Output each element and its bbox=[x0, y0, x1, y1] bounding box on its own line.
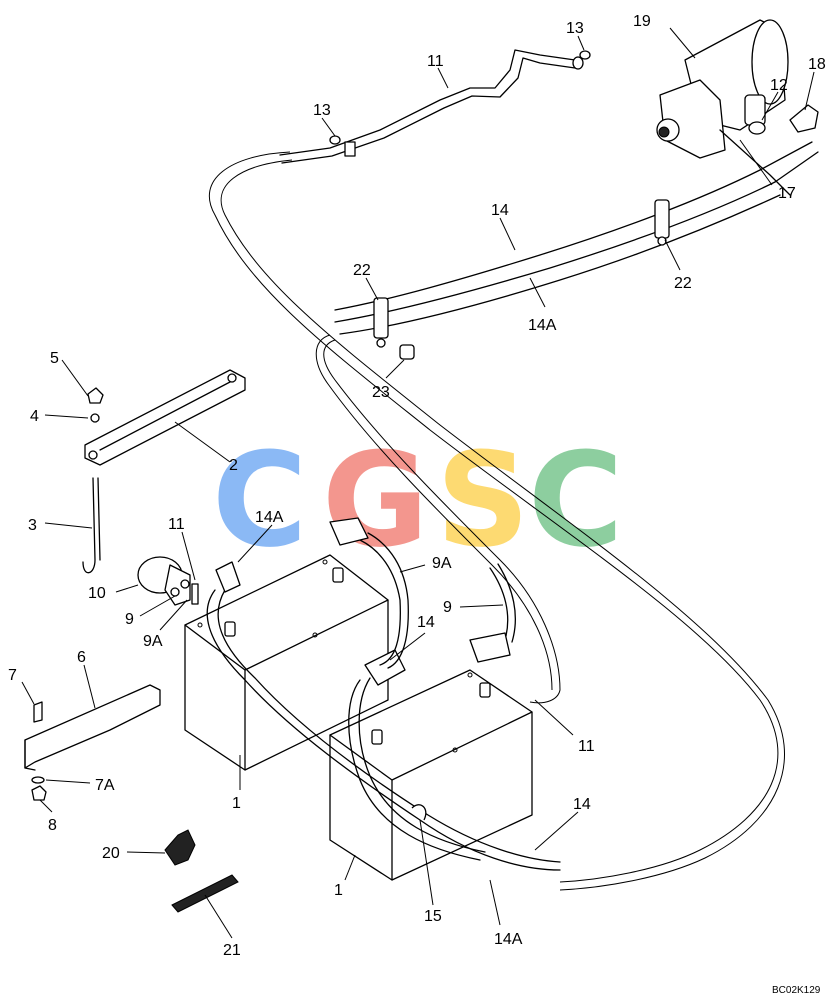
label-9-right: 9 bbox=[443, 599, 452, 616]
part-21 bbox=[171, 874, 239, 913]
battery-left bbox=[184, 554, 389, 771]
label-6: 6 bbox=[77, 649, 86, 666]
label-3: 3 bbox=[28, 517, 37, 534]
label-5: 5 bbox=[50, 350, 59, 367]
label-11-left: 11 bbox=[168, 516, 185, 533]
clamp-22-right bbox=[654, 199, 670, 239]
watermark: C G S C bbox=[212, 424, 623, 576]
callout-labels: 1 1 2 3 4 5 6 7 7A 8 9 9 9A 9A 10 11 11 … bbox=[8, 13, 826, 996]
label-14-lower: 14 bbox=[573, 796, 591, 813]
label-7: 7 bbox=[8, 667, 17, 684]
label-18: 18 bbox=[808, 56, 826, 73]
nut-13-left bbox=[329, 135, 341, 145]
cable-11-loop bbox=[208, 151, 785, 891]
label-22-left: 22 bbox=[353, 262, 371, 279]
label-14A-mid: 14A bbox=[255, 509, 284, 526]
label-23: 23 bbox=[372, 384, 390, 401]
label-9-left: 9 bbox=[125, 611, 134, 628]
nut-13-right bbox=[579, 50, 591, 60]
watermark-letter-c2: C bbox=[528, 424, 623, 576]
label-14-top: 14 bbox=[491, 202, 509, 219]
label-1-right: 1 bbox=[334, 882, 343, 899]
label-20: 20 bbox=[102, 845, 120, 862]
nut-5 bbox=[87, 387, 104, 404]
cable-11-clip bbox=[344, 141, 356, 157]
hold-down-assembly bbox=[82, 369, 246, 574]
label-7A: 7A bbox=[95, 777, 115, 794]
washer-4 bbox=[90, 413, 100, 423]
cable-14-bundle bbox=[334, 141, 819, 348]
clamp-22-left bbox=[373, 297, 389, 339]
label-19: 19 bbox=[633, 13, 651, 30]
watermark-letter-c1: C bbox=[212, 424, 307, 576]
leader-lines bbox=[21, 27, 815, 939]
cable-14A-jumper bbox=[206, 517, 561, 871]
washer-7A bbox=[31, 776, 45, 784]
label-1-left: 1 bbox=[232, 795, 241, 812]
watermark-letter-s: S bbox=[436, 424, 530, 576]
label-14-mid: 14 bbox=[417, 614, 435, 631]
label-14A-top: 14A bbox=[528, 317, 557, 334]
label-15: 15 bbox=[424, 908, 442, 925]
starter-motor bbox=[656, 19, 819, 196]
spacer-23 bbox=[399, 344, 415, 360]
label-14A-bottom: 14A bbox=[494, 931, 523, 948]
part-20 bbox=[164, 829, 196, 866]
cable-11-upper bbox=[279, 49, 584, 164]
label-9A-right: 9A bbox=[432, 555, 452, 572]
bracket-6-assembly bbox=[24, 684, 161, 801]
label-12: 12 bbox=[770, 77, 788, 94]
label-22-right: 22 bbox=[674, 275, 692, 292]
battery-switch bbox=[137, 556, 199, 606]
boot-18 bbox=[789, 104, 819, 133]
clip-15 bbox=[411, 804, 427, 821]
label-8: 8 bbox=[48, 817, 57, 834]
watermark-letter-g: G bbox=[322, 424, 429, 576]
label-9A-left: 9A bbox=[143, 633, 163, 650]
label-4: 4 bbox=[30, 408, 39, 425]
label-2: 2 bbox=[229, 457, 238, 474]
label-13-left: 13 bbox=[313, 102, 331, 119]
label-11-right: 11 bbox=[578, 738, 595, 755]
nut-12 bbox=[748, 121, 766, 135]
battery-right bbox=[329, 669, 533, 881]
label-10: 10 bbox=[88, 585, 106, 602]
nut-8 bbox=[31, 785, 47, 801]
label-21: 21 bbox=[223, 942, 241, 959]
label-17: 17 bbox=[778, 185, 796, 202]
drawing-code: BC02K129 bbox=[772, 985, 821, 996]
bolt-7 bbox=[33, 701, 43, 723]
label-11-top: 11 bbox=[427, 53, 444, 70]
label-13-right: 13 bbox=[566, 20, 584, 37]
